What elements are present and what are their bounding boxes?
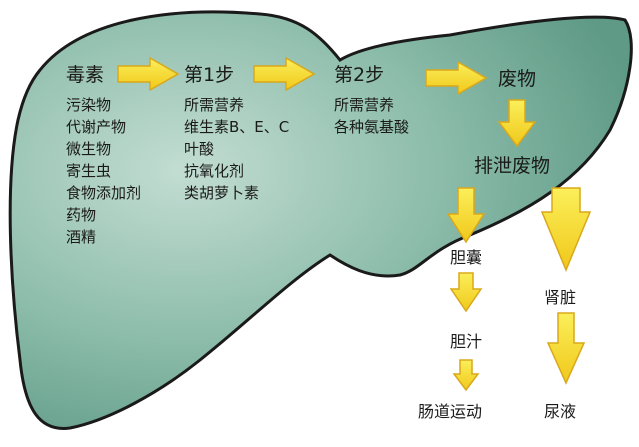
toxins-item: 寄生虫 (66, 162, 112, 180)
step2-item: 各种氨基酸 (334, 118, 410, 136)
step1-item: 维生素B、E、C (184, 118, 290, 136)
toxins-item: 代谢产物 (66, 118, 127, 136)
arrow-kidney-to-urine (546, 312, 586, 385)
bowel-movement-label: 肠道运动 (418, 402, 483, 421)
step1-item: 抗氧化剂 (184, 162, 245, 180)
arrow-waste-to-excrete (497, 99, 537, 148)
arrow-bile-to-bowel (452, 359, 480, 392)
toxins-item: 食物添加剂 (66, 184, 142, 202)
toxins-list: 污染物 代谢产物 微生物 寄生虫 食物添加剂 药物 酒精 (66, 94, 141, 248)
toxins-item: 药物 (66, 206, 97, 224)
arrow-excrete-to-kidney (540, 187, 592, 272)
step1-item: 所需营养 (184, 96, 245, 114)
toxins-item: 污染物 (66, 96, 112, 114)
kidney-label: 肾脏 (544, 288, 577, 307)
arrow-toxins-to-step1 (117, 56, 180, 92)
bile-label: 胆汁 (450, 332, 483, 351)
gallbladder-label: 胆囊 (450, 248, 483, 267)
step1-list: 所需营养 维生素B、E、C 叶酸 抗氧化剂 类胡萝卜素 (184, 94, 289, 204)
step1-item: 类胡萝卜素 (184, 184, 260, 202)
arrow-excrete-to-gallbladder (446, 187, 486, 244)
toxins-title: 毒素 (66, 64, 105, 86)
arrow-step2-to-waste (425, 60, 488, 96)
arrow-gallbladder-to-bile (449, 272, 483, 313)
waste-label: 废物 (498, 68, 537, 90)
toxins-item: 微生物 (66, 140, 112, 158)
step1-item: 叶酸 (184, 140, 215, 158)
step1-title: 第1步 (184, 64, 235, 86)
step2-title: 第2步 (334, 64, 385, 86)
step2-list: 所需营养 各种氨基酸 (334, 94, 409, 138)
excrete-waste-label: 排泄废物 (474, 155, 551, 177)
toxins-item: 酒精 (66, 228, 97, 246)
urine-label: 尿液 (544, 402, 577, 421)
step2-item: 所需营养 (334, 96, 395, 114)
liver-shape (8, 10, 633, 430)
arrow-step1-to-step2 (253, 56, 316, 92)
